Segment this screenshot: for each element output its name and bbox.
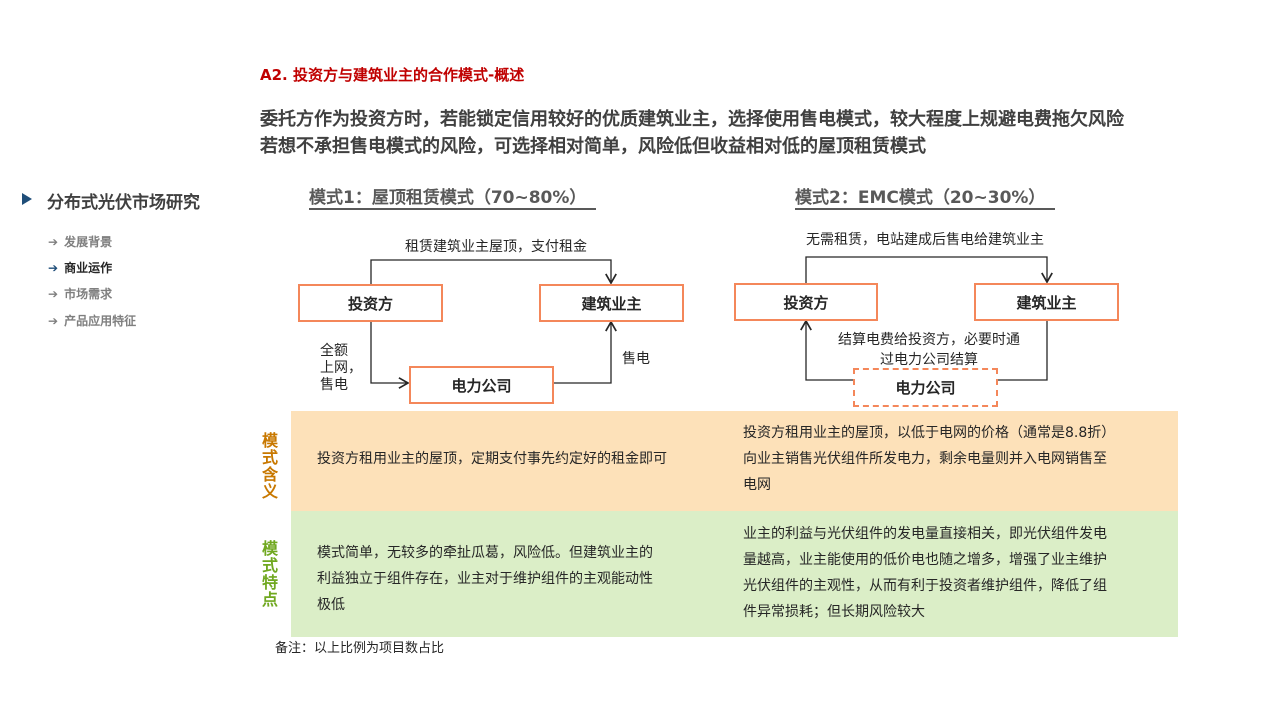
- m1-right-arrow: [553, 320, 617, 384]
- m2-right-line: [997, 320, 1048, 381]
- m1-left-label: 全额上网，售电: [320, 343, 362, 393]
- m2-top-arrow: [805, 256, 1053, 284]
- section-triangle-icon: [22, 193, 32, 205]
- m2-left-arrow: [800, 319, 853, 381]
- footnote: 备注：以上比例为项目数占比: [275, 641, 445, 656]
- m1-owner-box: 建筑业主: [539, 284, 684, 322]
- mode1-features-cell: 模式简单，无较多的牵扯瓜葛，风险低。但建筑业主的利益独立于组件存在，业主对于维护…: [317, 545, 653, 613]
- sidebar-item-label: 产品应用特征: [64, 314, 137, 328]
- sidebar-item-business[interactable]: ➔ 商业运作: [48, 259, 112, 276]
- mode2-meaning-cell: 投资方租用业主的屋顶，以低于电网的价格（通常是8.8折）向业主销售光伏组件所发电…: [743, 425, 1116, 493]
- m1-left-arrow: [370, 321, 410, 389]
- sidebar-item-label: 发展背景: [64, 235, 113, 249]
- mode1-meaning-cell: 投资方租用业主的屋顶，定期支付事先约定好的租金即可: [317, 451, 667, 467]
- slide-title: A2. 投资方与建筑业主的合作模式-概述: [260, 66, 525, 84]
- features-label: 模式特点: [261, 539, 278, 609]
- sidebar-item-market-demand[interactable]: ➔ 市场需求: [48, 285, 112, 302]
- sidebar-item-label: 商业运作: [64, 261, 113, 275]
- arrow-right-icon: ➔: [48, 314, 59, 328]
- m1-grid-box: 电力公司: [409, 366, 554, 404]
- m2-bottom-label: 结算电费给投资方，必要时通过电力公司结算: [838, 332, 1020, 368]
- mode2-heading: 模式2：EMC模式（20~30%）: [795, 183, 1056, 210]
- m2-top-label: 无需租赁，电站建成后售电给建筑业主: [806, 232, 1044, 248]
- features-row: [291, 511, 1178, 637]
- sidebar-item-background[interactable]: ➔ 发展背景: [48, 233, 112, 250]
- arrow-right-icon: ➔: [48, 261, 59, 275]
- m1-top-label: 租赁建筑业主屋顶，支付租金: [405, 239, 587, 255]
- subtitle-line-1: 委托方作为投资方时，若能锁定信用较好的优质建筑业主，选择使用售电模式，较大程度上…: [260, 109, 1124, 130]
- mode2-features-cell: 业主的利益与光伏组件的发电量直接相关，即光伏组件发电量越高，业主能使用的低价电也…: [743, 526, 1107, 620]
- sidebar-item-label: 市场需求: [64, 287, 113, 301]
- arrow-right-icon: ➔: [48, 287, 59, 301]
- m2-investor-box: 投资方: [734, 283, 878, 321]
- sidebar-heading: 分布式光伏市场研究: [47, 193, 200, 213]
- m1-right-label: 售电: [622, 351, 650, 367]
- m2-grid-box: 电力公司: [853, 368, 998, 407]
- m1-top-arrow: [370, 259, 617, 285]
- mode1-heading: 模式1：屋顶租赁模式（70~80%）: [309, 183, 597, 210]
- meaning-row: [291, 411, 1178, 511]
- meaning-label: 模式含义: [261, 431, 278, 501]
- sidebar-item-product-features[interactable]: ➔ 产品应用特征: [48, 312, 136, 329]
- arrow-right-icon: ➔: [48, 235, 59, 249]
- subtitle-line-2: 若想不承担售电模式的风险，可选择相对简单，风险低但收益相对低的屋顶租赁模式: [260, 136, 926, 157]
- m1-investor-box: 投资方: [298, 284, 443, 322]
- m2-owner-box: 建筑业主: [974, 283, 1119, 321]
